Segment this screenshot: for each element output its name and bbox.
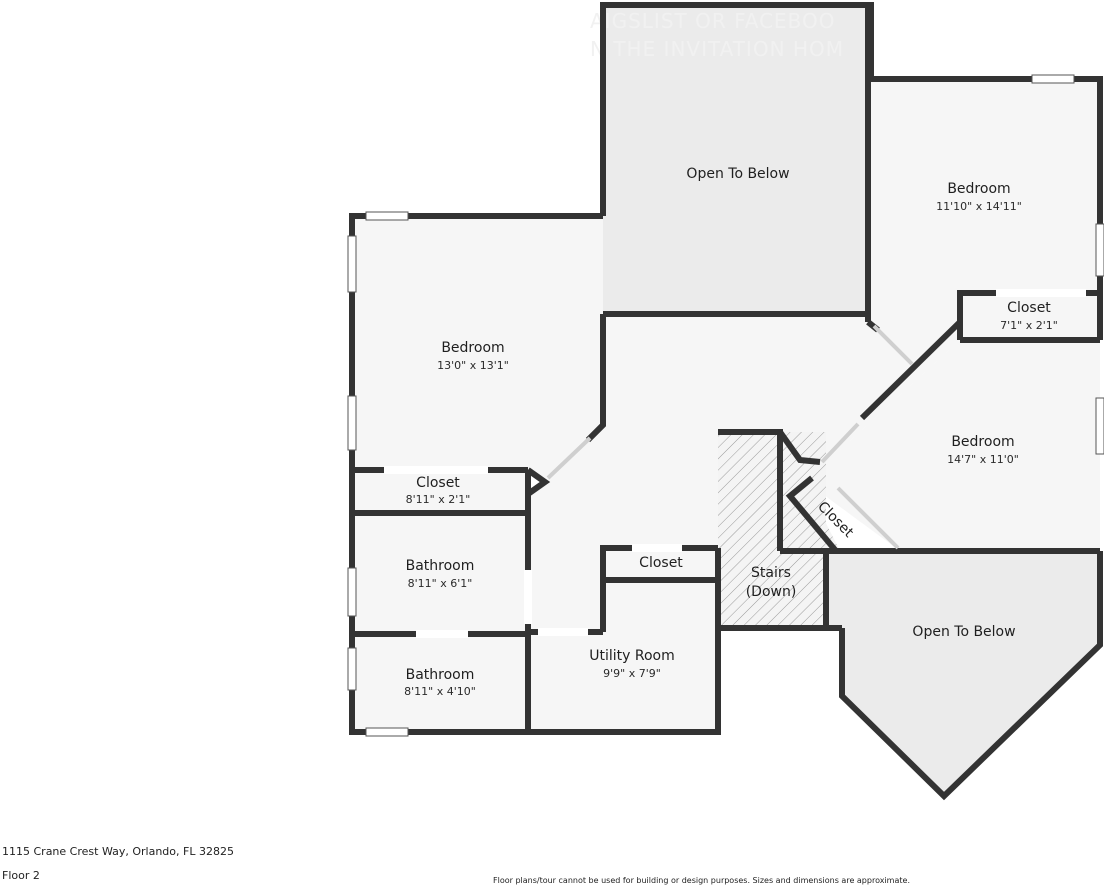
- bedroom-w-area: [352, 216, 603, 480]
- bedroom-ne-area: [868, 79, 1100, 322]
- door-opening: [524, 570, 532, 624]
- window: [365, 727, 409, 737]
- door-opening: [836, 486, 900, 550]
- closet-ne-label: Closet: [1007, 300, 1051, 316]
- openings: [347, 74, 1104, 737]
- bedroom-w-label: Bedroom: [441, 340, 504, 356]
- window: [347, 395, 357, 451]
- open-to-below-bottom-label: Open To Below: [912, 624, 1015, 640]
- property-address: 1115 Crane Crest Way, Orlando, FL 32825: [2, 845, 234, 858]
- open-to-below-bottom-area: [828, 551, 1100, 796]
- utility-room-dims: 9'9" x 7'9": [603, 667, 661, 680]
- bedroom-e-area: [790, 340, 1100, 551]
- floor-fills: [352, 5, 1100, 796]
- room-labels: Open To Below Bedroom 11'10" x 14'11" Cl…: [404, 166, 1058, 698]
- utility-room-area: [528, 580, 718, 732]
- closet-w-dims: 8'11" x 2'1": [406, 493, 471, 506]
- bedroom-ne-dims: 11'10" x 14'11": [936, 200, 1022, 213]
- window: [347, 567, 357, 617]
- window: [1095, 223, 1104, 277]
- door-opening: [872, 324, 914, 366]
- bedroom-e-dims: 14'7" x 11'0": [947, 453, 1019, 466]
- watermark-line-1: AIGSLIST OR FACEBOO: [590, 9, 836, 33]
- open-to-below-top-area: [603, 5, 868, 314]
- bathroom-lower-dims: 8'11" x 4'10": [404, 685, 476, 698]
- stairs-direction: (Down): [746, 584, 797, 600]
- closet-center-label: Closet: [639, 555, 683, 571]
- window: [1095, 397, 1104, 455]
- bathroom-lower-label: Bathroom: [406, 667, 475, 683]
- door-opening: [820, 422, 860, 464]
- window: [365, 211, 409, 221]
- stairs-label: Stairs: [751, 565, 791, 581]
- door-opening: [996, 289, 1086, 297]
- hallway-floor: [528, 314, 960, 632]
- closet-w-area: [352, 470, 528, 513]
- door-opening: [416, 630, 468, 638]
- bedroom-ne-label: Bedroom: [947, 181, 1010, 197]
- closet-ne-area: [960, 293, 1100, 339]
- watermark-line-2: N THE INVITATION HOM: [590, 37, 844, 61]
- window: [347, 235, 357, 293]
- disclaimer: Floor plans/tour cannot be used for buil…: [493, 876, 910, 885]
- bathroom-lower-area: [352, 634, 528, 732]
- open-to-below-top-label: Open To Below: [686, 166, 789, 182]
- bedroom-e-label: Bedroom: [951, 434, 1014, 450]
- floor-label: Floor 2: [2, 869, 40, 882]
- window: [1031, 74, 1075, 84]
- bathroom-upper-label: Bathroom: [406, 558, 475, 574]
- walls: [349, 2, 1103, 801]
- window: [347, 647, 357, 691]
- bathroom-upper-dims: 8'11" x 6'1": [408, 577, 473, 590]
- bathroom-upper-area: [352, 513, 528, 634]
- door-opening: [384, 466, 488, 474]
- closet-ne-dims: 7'1" x 2'1": [1000, 319, 1058, 332]
- door-opening: [632, 544, 682, 552]
- door-opening: [546, 436, 592, 480]
- door-opening: [538, 628, 588, 636]
- utility-room-label: Utility Room: [589, 648, 675, 664]
- bedroom-w-dims: 13'0" x 13'1": [437, 359, 509, 372]
- closet-w-label: Closet: [416, 475, 460, 491]
- closet-diag-area: [780, 432, 840, 551]
- closet-center-area: [603, 548, 718, 580]
